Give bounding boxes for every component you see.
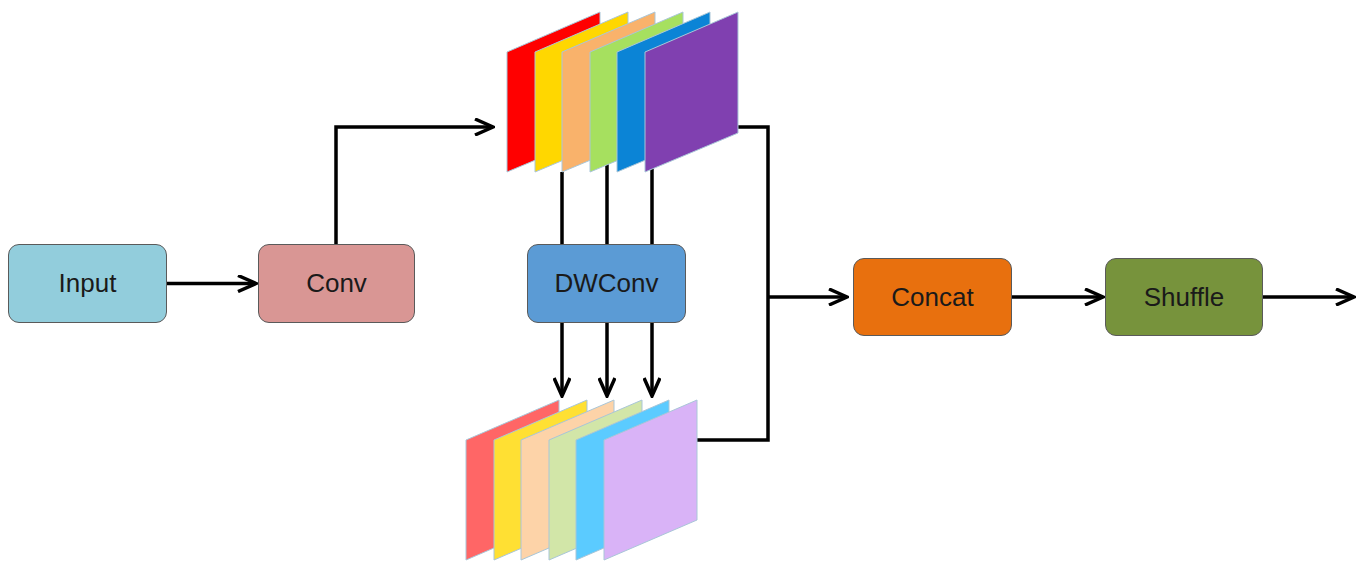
box-label: Input: [59, 269, 117, 298]
box-label: Concat: [891, 283, 973, 312]
process-box: Input: [8, 244, 167, 323]
to-concat-arrow: [768, 295, 847, 299]
box-label: DWConv: [554, 269, 658, 298]
arrow-connector: [167, 282, 256, 286]
feature-map: [645, 12, 738, 172]
process-box: DWConv: [527, 244, 686, 323]
box-label: Conv: [306, 269, 367, 298]
process-box: Conv: [258, 244, 415, 323]
process-box: Concat: [853, 258, 1012, 336]
output-arrow: [1263, 295, 1354, 299]
wire: [560, 172, 564, 244]
dw-arrow: [560, 323, 564, 396]
wire: [605, 160, 609, 244]
box-label: Shuffle: [1144, 283, 1224, 312]
process-box: Shuffle: [1105, 258, 1263, 336]
conv-to-maps-arrow: [336, 127, 493, 244]
arrow-connector: [1012, 295, 1103, 299]
dw-arrow: [650, 323, 654, 396]
merge-wire: [697, 127, 768, 440]
dw-arrow: [605, 323, 609, 396]
feature-map: [604, 400, 697, 560]
feature-maps: [466, 12, 738, 560]
wires: [336, 127, 1354, 440]
